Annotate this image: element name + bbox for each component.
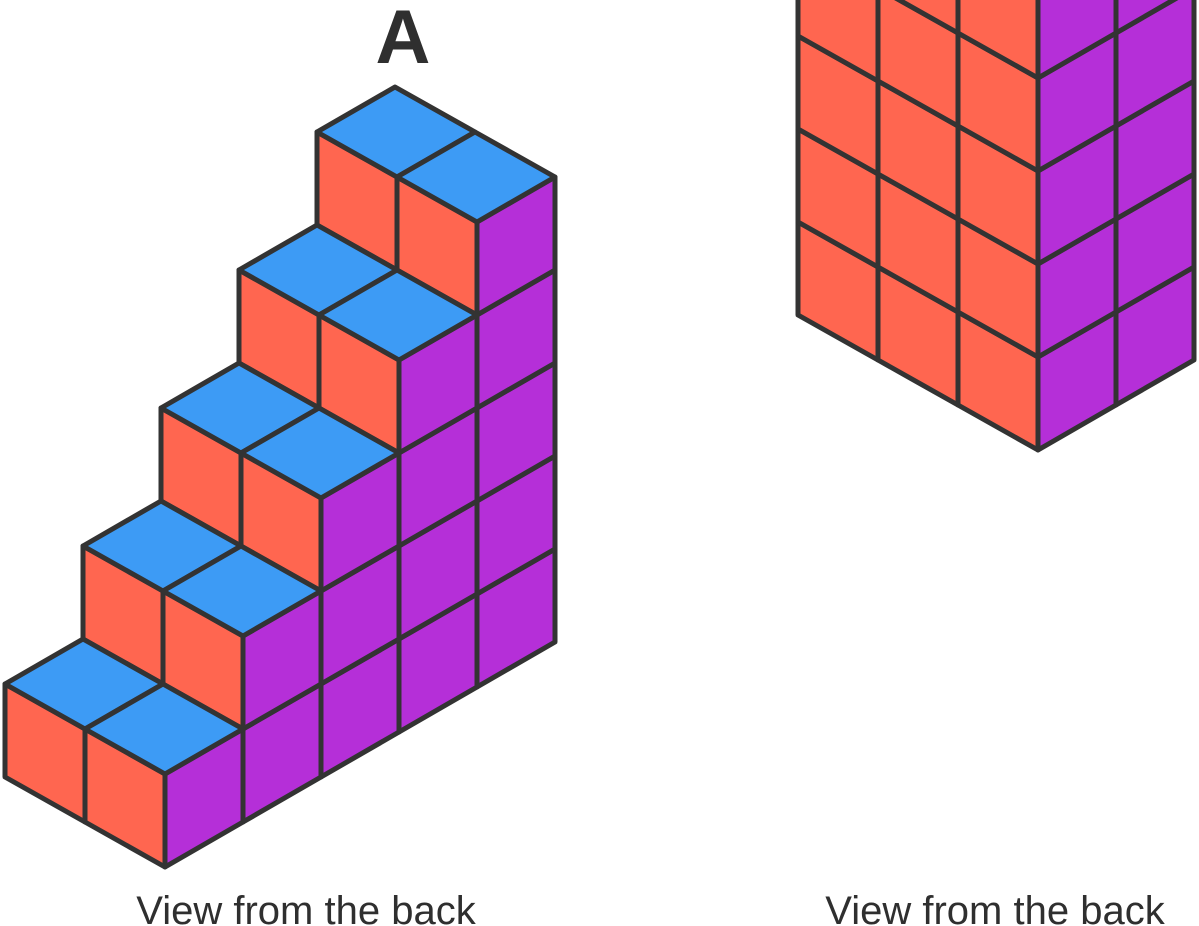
figure-a: A View from the back [2,0,558,926]
cube-top-face [394,129,558,225]
figure-a-caption: View from the back [136,889,476,926]
figure-a-label: A [376,0,431,80]
cube-top-face [82,681,246,777]
figure-b-cubes [795,0,1197,453]
cube [955,0,1119,81]
cube-top-face [238,405,402,501]
cube-top-face [316,267,480,363]
cube [82,681,246,870]
figure-b: B View from the back [795,0,1197,926]
figure-b-caption: View from the back [825,889,1165,926]
figure-a-cubes [2,84,558,870]
cube-right-face [1035,0,1119,81]
cube-top-face [160,543,324,639]
cube [160,543,324,732]
